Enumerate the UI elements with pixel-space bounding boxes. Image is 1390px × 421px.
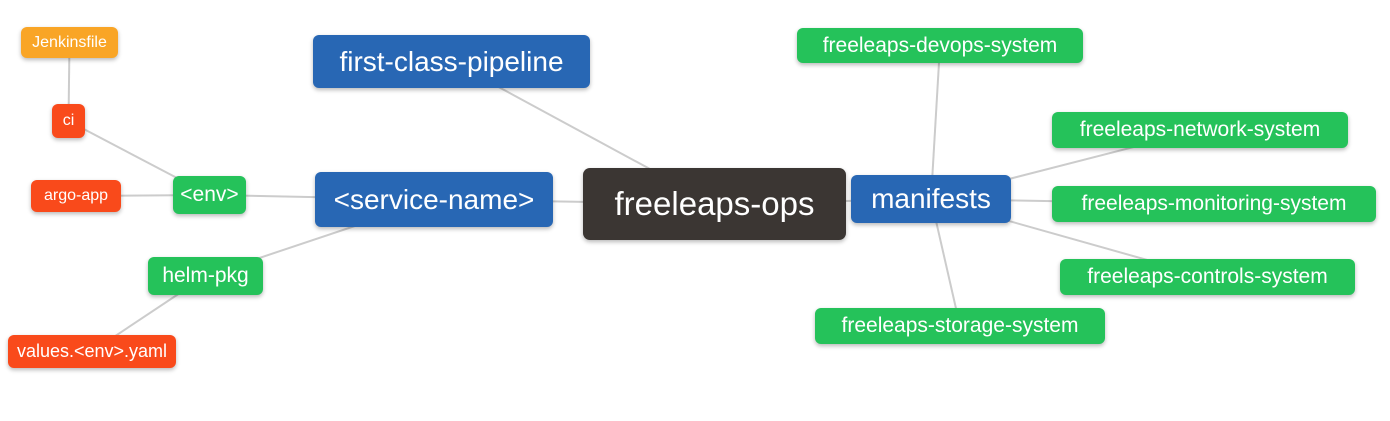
node-env[interactable]: <env> [173,176,246,214]
node-helm-pkg[interactable]: helm-pkg [148,257,263,295]
node-freeleaps-network-system[interactable]: freeleaps-network-system [1052,112,1348,148]
edge-manifests-freeleaps-devops-system [930,45,941,200]
node-argo-app[interactable]: argo-app [31,180,121,212]
node-freeleaps-monitoring-system[interactable]: freeleaps-monitoring-system [1052,186,1376,222]
node-freeleaps-devops-system[interactable]: freeleaps-devops-system [797,28,1083,63]
node-freeleaps-controls-system[interactable]: freeleaps-controls-system [1060,259,1355,295]
node-first-class-pipeline[interactable]: first-class-pipeline [313,35,590,88]
node-ci[interactable]: ci [52,104,85,138]
node-values-env-yaml[interactable]: values.<env>.yaml [8,335,176,368]
node-service-name[interactable]: <service-name> [315,172,553,227]
node-freeleaps-ops[interactable]: freeleaps-ops [583,168,846,240]
node-freeleaps-storage-system[interactable]: freeleaps-storage-system [815,308,1105,344]
node-jenkinsfile[interactable]: Jenkinsfile [21,27,118,58]
node-manifests[interactable]: manifests [851,175,1011,223]
